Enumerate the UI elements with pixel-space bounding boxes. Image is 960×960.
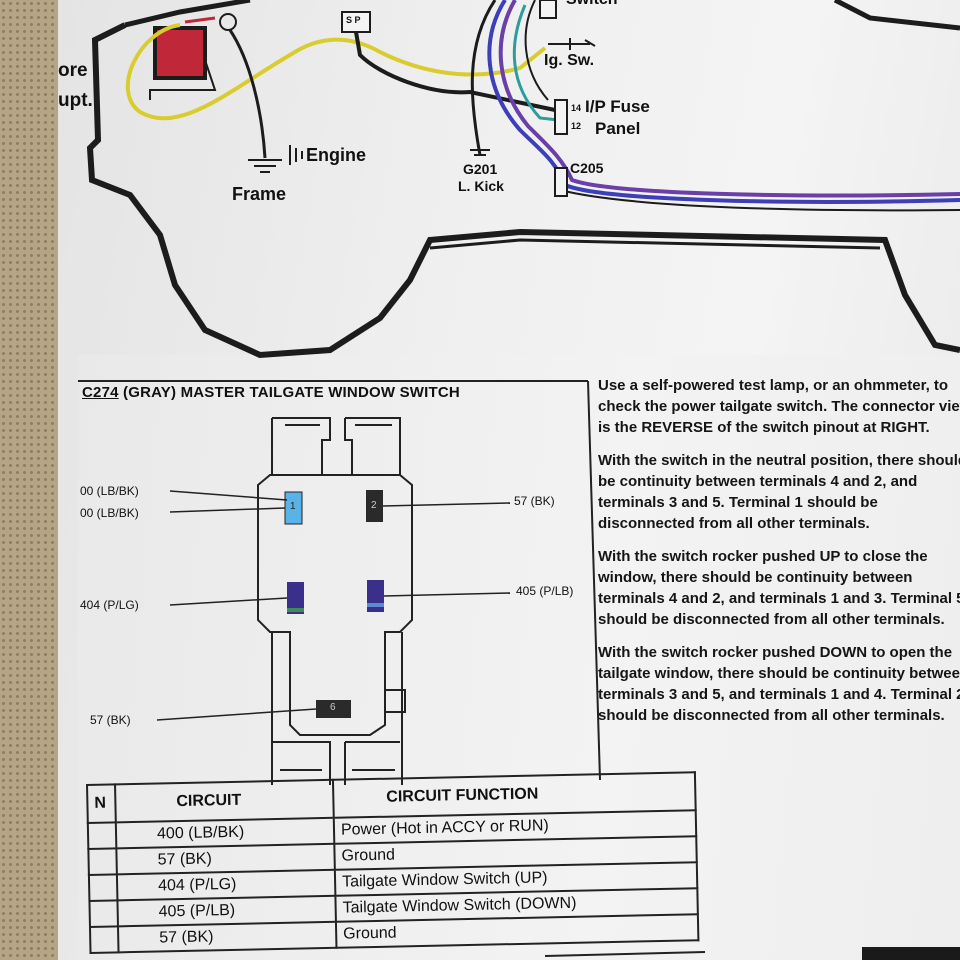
wire-tag-404: 404 (P/LG) (80, 598, 139, 612)
vehicle-frame-line (429, 238, 881, 250)
pin-14-label: 14 (571, 103, 582, 113)
relay-ground-wire (149, 59, 217, 100)
sp-label: S P (346, 15, 361, 25)
fuse-panel-connector (554, 99, 568, 135)
ip-fuse-label: I/P Fuse (585, 97, 650, 116)
left-label-1: ore (58, 60, 88, 81)
instruction-paragraph-2: With the switch in the neutral position,… (598, 452, 960, 532)
instruction-paragraph-1: Use a self-powered test lamp, or an ohmm… (598, 377, 960, 436)
ig-sw-label: Ig. Sw. (544, 52, 595, 69)
left-label-2: upt. (58, 90, 93, 111)
circuit-table: N CIRCUIT CIRCUIT FUNCTION 400 (LB/BK) P… (86, 771, 699, 954)
switch-heading: C274 (GRAY) MASTER TAILGATE WINDOW SWITC… (82, 384, 587, 401)
relay-terminal (219, 13, 237, 31)
harness-lower (559, 189, 960, 212)
yellow-wire (125, 23, 547, 121)
black-wire-main (354, 31, 556, 112)
wire-tag-57-right: 57 (BK) (514, 494, 555, 508)
switch-label: Switch (566, 0, 618, 9)
row-circuit: 57 (BK) (117, 921, 337, 953)
terminal-2-shape (366, 490, 383, 522)
heading-title: (GRAY) MASTER TAILGATE WINDOW SWITCH (123, 384, 460, 401)
ground-symbol (248, 159, 282, 173)
g201-label: G201 (463, 161, 498, 177)
terminal-6-shape (316, 700, 351, 718)
vehicle-top (124, 0, 251, 28)
footer-strip (862, 947, 960, 960)
connector-code: C274 (82, 384, 119, 401)
terminal-2-label: 2 (371, 500, 377, 511)
harness-black (470, 0, 497, 156)
c205-connector (554, 167, 568, 197)
ignition-switch-symbol (548, 38, 596, 50)
column-header-pin: N (87, 784, 116, 823)
wire-tag-57-left: 57 (BK) (90, 713, 131, 727)
wire-tag-405: 405 (P/LB) (516, 584, 574, 598)
terminal-3-shape (367, 580, 384, 612)
engine-ground-symbol (289, 145, 303, 165)
harness-purple (498, 0, 960, 198)
terminal-6-label: 6 (330, 702, 336, 713)
red-wire-stub (184, 16, 216, 24)
engine-ground-wire (228, 29, 267, 159)
c205-label: C205 (570, 160, 604, 176)
column-header-circuit: CIRCUIT (115, 779, 334, 823)
pin-12-label: 12 (571, 121, 582, 131)
connector-diagram (257, 417, 413, 785)
frame-label: Frame (232, 184, 287, 204)
vehicle-outline (86, 22, 960, 359)
wire-tag-400-b: 00 (LB/BK) (80, 506, 139, 520)
terminal-3-stripe (367, 603, 384, 607)
relay-box (153, 26, 207, 80)
instruction-paragraph-4: With the switch rocker pushed DOWN to op… (598, 644, 960, 724)
switch-connector (539, 0, 557, 19)
vehicle-roof (833, 0, 960, 31)
engine-label: Engine (306, 145, 367, 165)
instructions-column: Use a self-powered test lamp, or an ohmm… (598, 375, 960, 738)
footer-rule (544, 951, 706, 957)
panel-label: Panel (595, 119, 641, 138)
instruction-paragraph-3: With the switch rocker pushed UP to clos… (598, 548, 960, 628)
wire-tag-400-a: 00 (LB/BK) (80, 484, 139, 498)
terminal-4-stripe (287, 608, 304, 612)
harness-teal (512, 4, 559, 122)
section-divider (587, 380, 601, 781)
harness-black-2 (524, 0, 549, 101)
leader-lines (156, 490, 511, 721)
l-kick-label: L. Kick (458, 178, 504, 194)
g201-ground (470, 149, 490, 156)
paper-lower-section (78, 355, 960, 960)
terminal-1-label: 1 (290, 501, 296, 512)
terminal-4-shape (287, 582, 304, 614)
